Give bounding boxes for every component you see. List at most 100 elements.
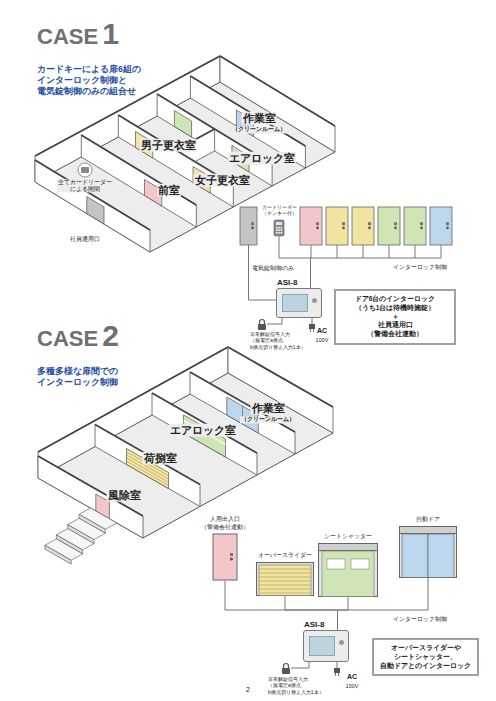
- text-line: 非常解錠信号入力: [250, 331, 306, 337]
- wire: [312, 318, 313, 324]
- door: [300, 207, 322, 245]
- door-knob: [446, 227, 449, 230]
- text-line: 100V: [316, 337, 329, 344]
- callout-circle: [78, 163, 92, 177]
- door-window: [327, 559, 345, 569]
- reader-key: [276, 229, 278, 231]
- controller-screen: [282, 294, 308, 312]
- text-line: （クリーンルーム）: [241, 416, 295, 423]
- controller-screen: [309, 636, 335, 656]
- text-line: 人用出入口: [201, 516, 249, 524]
- door: [213, 534, 237, 580]
- text-line: インターロック制御: [37, 377, 118, 388]
- power-voltage: 100V: [316, 337, 329, 344]
- wall: [35, 160, 150, 252]
- input-note: 非常解錠信号入力 （無電圧a接点、 b接点切り替え入力1本）: [268, 676, 324, 695]
- text-line: ASI-8: [304, 620, 324, 630]
- wire: [415, 245, 416, 258]
- door-label: オーバースライダー: [256, 552, 314, 560]
- wire-label: インターロック制御: [393, 616, 447, 623]
- text-line: 電気錠制御のみの組合せ: [37, 86, 141, 97]
- door: [322, 551, 374, 597]
- overslider-door: オーバースライダー: [256, 552, 314, 596]
- door-knob: [368, 227, 371, 230]
- text-line: による開閉: [58, 186, 112, 193]
- text-line: 作業室: [252, 402, 285, 415]
- door-frame: [400, 526, 457, 577]
- room-note: （クリーンルーム）: [231, 126, 287, 133]
- case-heading: CASE: [37, 26, 98, 48]
- text-line: 全てカードリーダー: [58, 179, 112, 186]
- callout-text: 全てカードリーダー による開閉: [57, 179, 113, 192]
- door-label: シートシャッター: [318, 533, 378, 541]
- lock-body: [282, 668, 290, 674]
- power-label: AC: [347, 673, 357, 681]
- room-name: 荷捌室: [143, 452, 178, 465]
- text-line: 社員通用口: [70, 236, 100, 243]
- door: [404, 207, 426, 245]
- door-frame: [319, 543, 378, 596]
- door-lock: [230, 553, 233, 556]
- room-name: 男子更衣室: [140, 139, 197, 152]
- text-line: CASE: [37, 26, 98, 48]
- box-text: ＋: [342, 313, 448, 322]
- wire: [249, 245, 277, 300]
- text-line: 女子更衣室: [195, 174, 250, 187]
- page-number: 2: [246, 686, 250, 694]
- controller: ASI-8: [303, 630, 349, 662]
- text-line: インターロック制御と: [37, 75, 141, 86]
- plug-body: [309, 324, 315, 329]
- text-line: エアロック室: [170, 424, 236, 437]
- door-lock: [446, 222, 449, 225]
- wall-top: [228, 347, 333, 407]
- text-line: カードキーによる扉6組の: [37, 64, 141, 75]
- stair-riser: [45, 545, 71, 564]
- wall-top: [81, 135, 196, 205]
- room-name: 前室: [157, 184, 181, 197]
- door-label: 自動ドア: [399, 516, 457, 524]
- wire: [337, 662, 338, 668]
- door-label: カードリーダー （テンキー付）: [262, 204, 297, 217]
- input-note: 非常解錠信号入力 （無電圧a接点、 b接点切り替え入力1本）: [250, 331, 306, 350]
- door-lock: [420, 222, 423, 225]
- reader-key: [276, 227, 278, 229]
- text-line: 2: [246, 686, 250, 694]
- controller-name: ASI-8: [277, 278, 297, 288]
- text-line: CASE: [37, 328, 98, 350]
- box-text: 社員通用口 （警備会社連動）: [342, 321, 448, 339]
- text-line: 作業室: [243, 112, 276, 125]
- case-heading: CASE: [37, 328, 98, 350]
- door-knob: [394, 227, 397, 230]
- door-drawing: [256, 562, 314, 596]
- text-line: 荷捌室: [144, 452, 177, 465]
- room-name: 作業室: [251, 402, 286, 415]
- text-line: ＋: [342, 313, 448, 322]
- plug-pin: [313, 329, 314, 332]
- text-line: 非常解錠信号入力: [268, 676, 324, 682]
- door: [352, 207, 374, 245]
- card-icon: [81, 167, 89, 173]
- reader-key: [278, 229, 280, 231]
- door-lock: [368, 222, 371, 225]
- door-lock: [394, 222, 397, 225]
- wire: [291, 662, 309, 668]
- door-knob: [316, 227, 319, 230]
- case-subtitle: カードキーによる扉6組の インターロック制御と 電気錠制御のみの組合せ: [37, 64, 141, 97]
- sheet-shutter: シートシャッター: [318, 533, 378, 597]
- door-slat: [259, 576, 311, 577]
- reader-key: [281, 227, 283, 229]
- reader-body: [274, 220, 284, 236]
- wire-label: インターロック制御: [393, 264, 447, 271]
- text-line: （うち1台は待機時施錠）: [342, 304, 448, 313]
- door-knob: [342, 227, 345, 230]
- text-line: ASI-8: [277, 278, 297, 288]
- reader-key: [278, 232, 280, 234]
- text-line: （警備会社連動）: [342, 330, 448, 339]
- reader-led: [276, 222, 282, 225]
- door-window: [351, 559, 369, 569]
- case1-building: [35, 56, 335, 252]
- text-line: 電気錠制御のみ: [252, 265, 294, 272]
- door-lock: [342, 222, 345, 225]
